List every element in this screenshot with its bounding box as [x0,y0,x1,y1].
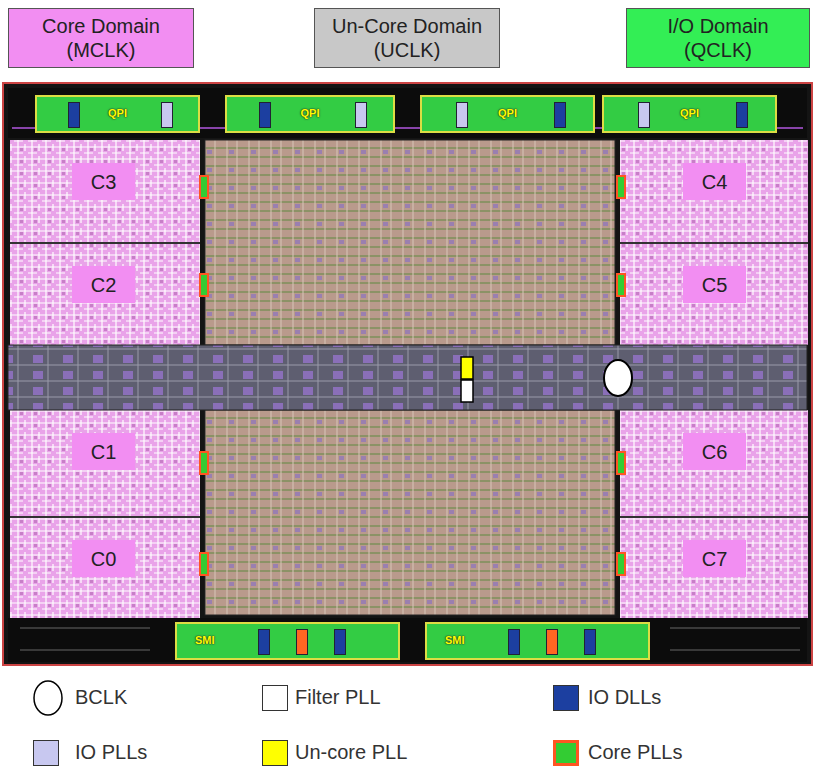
core-region [620,410,808,618]
smi-band [8,618,807,662]
io-pll-block [638,102,650,128]
smi-block: SMI [175,622,400,660]
io-pll-block [258,629,270,655]
io-pll-block [554,102,566,128]
node-text: C2 [91,273,117,297]
io-pll-block [736,102,748,128]
io-pll-block [161,102,173,128]
legend-text: Core PLLs [588,741,683,764]
io-pll-block [355,102,367,128]
legend-text: Filter PLL [295,686,381,709]
legend-swatch [262,685,288,711]
core-region [10,410,200,618]
qpi-block: QPI [225,95,395,133]
core-label: C3 [72,163,135,200]
io-pll-block [259,102,271,128]
legend-swatch [262,740,288,766]
core-label: C6 [683,433,746,470]
io-pll-block [68,102,80,128]
node-text: QPI [301,107,320,120]
bclk-symbol [604,360,632,396]
node-text: I/O Domain (QCLK) [633,14,803,62]
node-text: C7 [702,547,728,571]
node-text: QPI [498,107,517,120]
core-label: C5 [683,266,746,303]
legend-bclk-sample [34,681,62,715]
legend-text: IO PLLs [75,741,147,764]
node-text: SMI [445,634,465,647]
io-pll-block [546,629,558,655]
node-text: C5 [702,273,728,297]
uncore-band [8,345,807,410]
band-wire [20,628,800,650]
legend-text: BCLK [75,686,127,709]
qpi-block: QPI [35,95,200,133]
legend-swatch [33,740,59,766]
legend-swatch [553,685,579,711]
legend-swatch [553,740,579,766]
node-text: SMI [195,634,215,647]
domain-box: Un-Core Domain (UCLK) [314,8,500,68]
core-label: C1 [72,433,135,470]
node-text: C3 [91,170,117,194]
cache-region [205,140,615,345]
qpi-block: QPI [420,95,595,133]
domain-box: Core Domain (MCLK) [8,8,194,68]
core-label: C2 [72,266,135,303]
node-text: C4 [702,170,728,194]
uncore-pll [461,357,473,379]
cache-region [205,410,615,615]
node-text: C6 [702,440,728,464]
legend-text: Un-core PLL [295,741,407,764]
die-outline [3,83,812,665]
qpi-block: QPI [602,95,777,133]
node-text: Core Domain (MCLK) [15,14,187,62]
smi-block: SMI [425,622,650,660]
io-pll-block [456,102,468,128]
node-text: C0 [91,547,117,571]
core-label: C0 [72,540,135,577]
io-pll-block [584,629,596,655]
node-text: C1 [91,440,117,464]
node-text: QPI [680,107,699,120]
qpi-band [8,88,807,138]
domain-box: I/O Domain (QCLK) [626,8,810,68]
legend-text: IO DLLs [588,686,661,709]
filter-pll [461,380,473,402]
core-label: C4 [683,163,746,200]
core-pll [200,176,625,575]
io-pll-block [334,629,346,655]
io-pll-block [296,629,308,655]
node-text: Un-Core Domain (UCLK) [321,14,493,62]
core-label: C7 [683,540,746,577]
io-pll-block [508,629,520,655]
node-text: QPI [108,107,127,120]
